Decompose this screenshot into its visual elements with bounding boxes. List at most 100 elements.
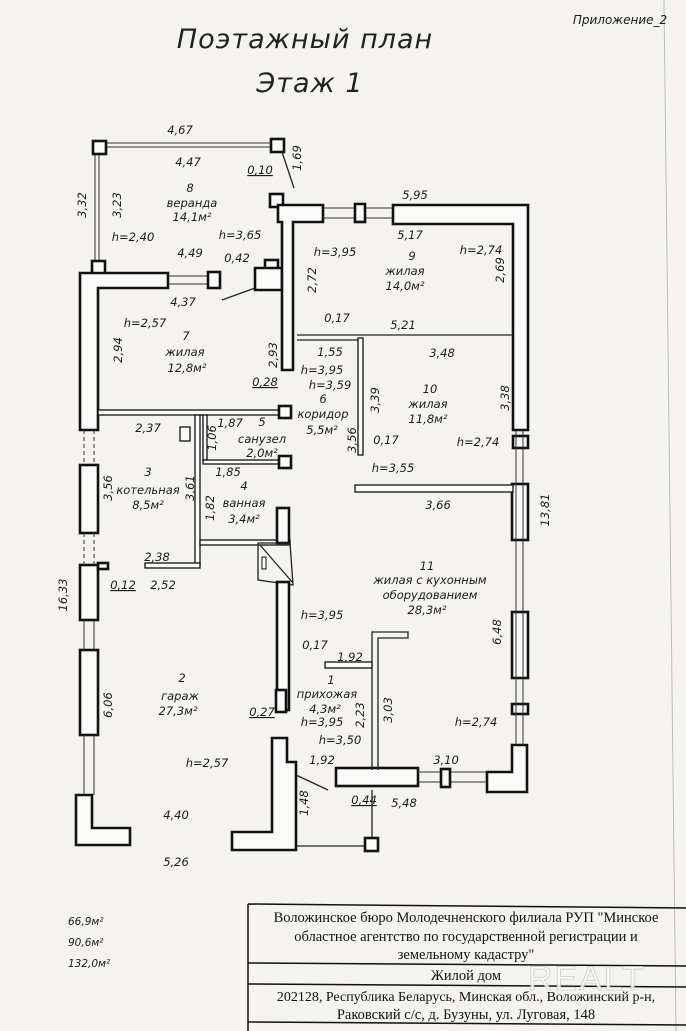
total-area: 132,0м²: [68, 958, 111, 970]
floor-title: Этаж 1: [255, 68, 363, 99]
dim: 4,37: [170, 295, 196, 309]
room-label: 1: [327, 673, 334, 687]
dim: 2,52: [150, 578, 176, 592]
room-label: 6: [319, 392, 326, 406]
total-area: 66,9м²: [68, 916, 104, 928]
dim: 5,17: [397, 228, 423, 242]
org-line-3: земельному кадастру": [398, 947, 535, 963]
height-label: h=3,95: [314, 245, 357, 259]
height-label: h=2,57: [124, 316, 167, 330]
dim: 2,94: [111, 337, 125, 363]
room-label: оборудованием: [383, 588, 478, 602]
dim: 2,72: [305, 267, 319, 293]
dim: 4,49: [177, 246, 203, 260]
room-label: прихожая: [297, 687, 358, 701]
dim: 0,44: [351, 793, 377, 807]
address-line-2: Раковский с/с, д. Бузуны, ул. Луговая, 1…: [337, 1007, 595, 1023]
address-line-1: 202128, Республика Беларусь, Минская обл…: [277, 990, 655, 1005]
dim: 0,17: [302, 638, 328, 652]
area-totals: 66,9м² 90,6м² 132,0м²: [68, 916, 111, 970]
room-label: 12,8м²: [168, 361, 207, 375]
plan-title: Поэтажный план: [177, 24, 433, 55]
dim: 3,23: [110, 192, 124, 218]
dim: 1,06: [205, 425, 219, 451]
room-label: 5: [258, 415, 265, 429]
room-label: 8,5м²: [132, 498, 164, 512]
ceiling-heights: h=2,40 h=3,65 h=3,95 h=2,74 h=2,57 h=3,9…: [112, 228, 503, 770]
dim: 3,38: [498, 385, 512, 411]
dim: 4,40: [163, 808, 189, 822]
dim: 1,82: [203, 495, 217, 521]
room-label: 9: [408, 249, 415, 263]
height-label: h=2,74: [460, 243, 503, 257]
dim: 3,32: [75, 192, 89, 218]
height-label: h=3,50: [319, 733, 362, 747]
dim: 4,47: [175, 155, 201, 169]
dim: 3,03: [381, 697, 395, 723]
room-label: жилая: [164, 345, 204, 359]
org-line-1: Воложинское бюро Молодечненского филиала…: [274, 910, 659, 926]
height-label: h=3,59: [309, 378, 352, 392]
room-label: 14,0м²: [386, 279, 425, 293]
height-label: h=2,74: [457, 435, 500, 449]
dim: 0,12: [110, 578, 136, 592]
room-label: 11: [420, 559, 435, 573]
room-label: 3: [144, 465, 151, 479]
room-label: гараж: [161, 689, 199, 703]
dim: 2,23: [353, 702, 367, 728]
dim: 3,48: [429, 346, 455, 360]
room-label: 2: [178, 671, 185, 685]
dim: 1,92: [309, 753, 335, 767]
room-label: 5,5м²: [306, 423, 338, 437]
dim: 5,95: [402, 188, 428, 202]
height-label: h=3,55: [372, 461, 415, 475]
dim: 6,48: [490, 619, 504, 645]
dim: 1,55: [317, 345, 343, 359]
dim: 3,66: [425, 498, 451, 512]
dim: 3,10: [433, 753, 459, 767]
room-label: котельная: [116, 483, 179, 497]
room-label: 8: [186, 181, 193, 195]
room-label: 14,1м²: [173, 210, 212, 224]
dim: 16,33: [56, 579, 70, 612]
dim: 1,85: [215, 465, 241, 479]
dim: 3,61: [183, 475, 197, 501]
dim: 5,26: [163, 855, 189, 869]
room-label: санузел: [238, 432, 287, 446]
dim: 4,67: [167, 123, 193, 137]
object-type: Жилой дом: [431, 968, 501, 984]
dim: 1,69: [290, 145, 304, 171]
room-label: 4: [240, 479, 247, 493]
room-label: жилая: [384, 264, 424, 278]
height-label: h=2,74: [455, 715, 498, 729]
height-label: h=3,95: [301, 363, 344, 377]
appendix-label: Приложение_2: [573, 13, 667, 27]
dim: 1,92: [337, 650, 363, 664]
dim: 2,37: [135, 421, 161, 435]
dim: 13,81: [538, 494, 552, 527]
room-label: 2,0м²: [246, 446, 278, 460]
height-label: h=3,95: [301, 715, 344, 729]
total-area: 90,6м²: [68, 937, 104, 949]
dim: 0,10: [247, 163, 273, 177]
dim: 5,21: [390, 318, 416, 332]
org-line-2: областное агентство по государственной р…: [294, 929, 638, 945]
height-label: h=2,57: [186, 756, 229, 770]
height-label: h=3,65: [219, 228, 262, 242]
dim: 2,93: [266, 342, 280, 368]
room-label: коридор: [297, 407, 348, 421]
dim: 6,06: [101, 692, 115, 718]
dim: 0,17: [324, 311, 350, 325]
title-block: Воложинское бюро Молодечненского филиала…: [247, 903, 686, 1031]
dim: 2,38: [144, 550, 170, 564]
room-label: ванная: [223, 496, 266, 510]
room-label: жилая с кухонным: [372, 573, 486, 587]
